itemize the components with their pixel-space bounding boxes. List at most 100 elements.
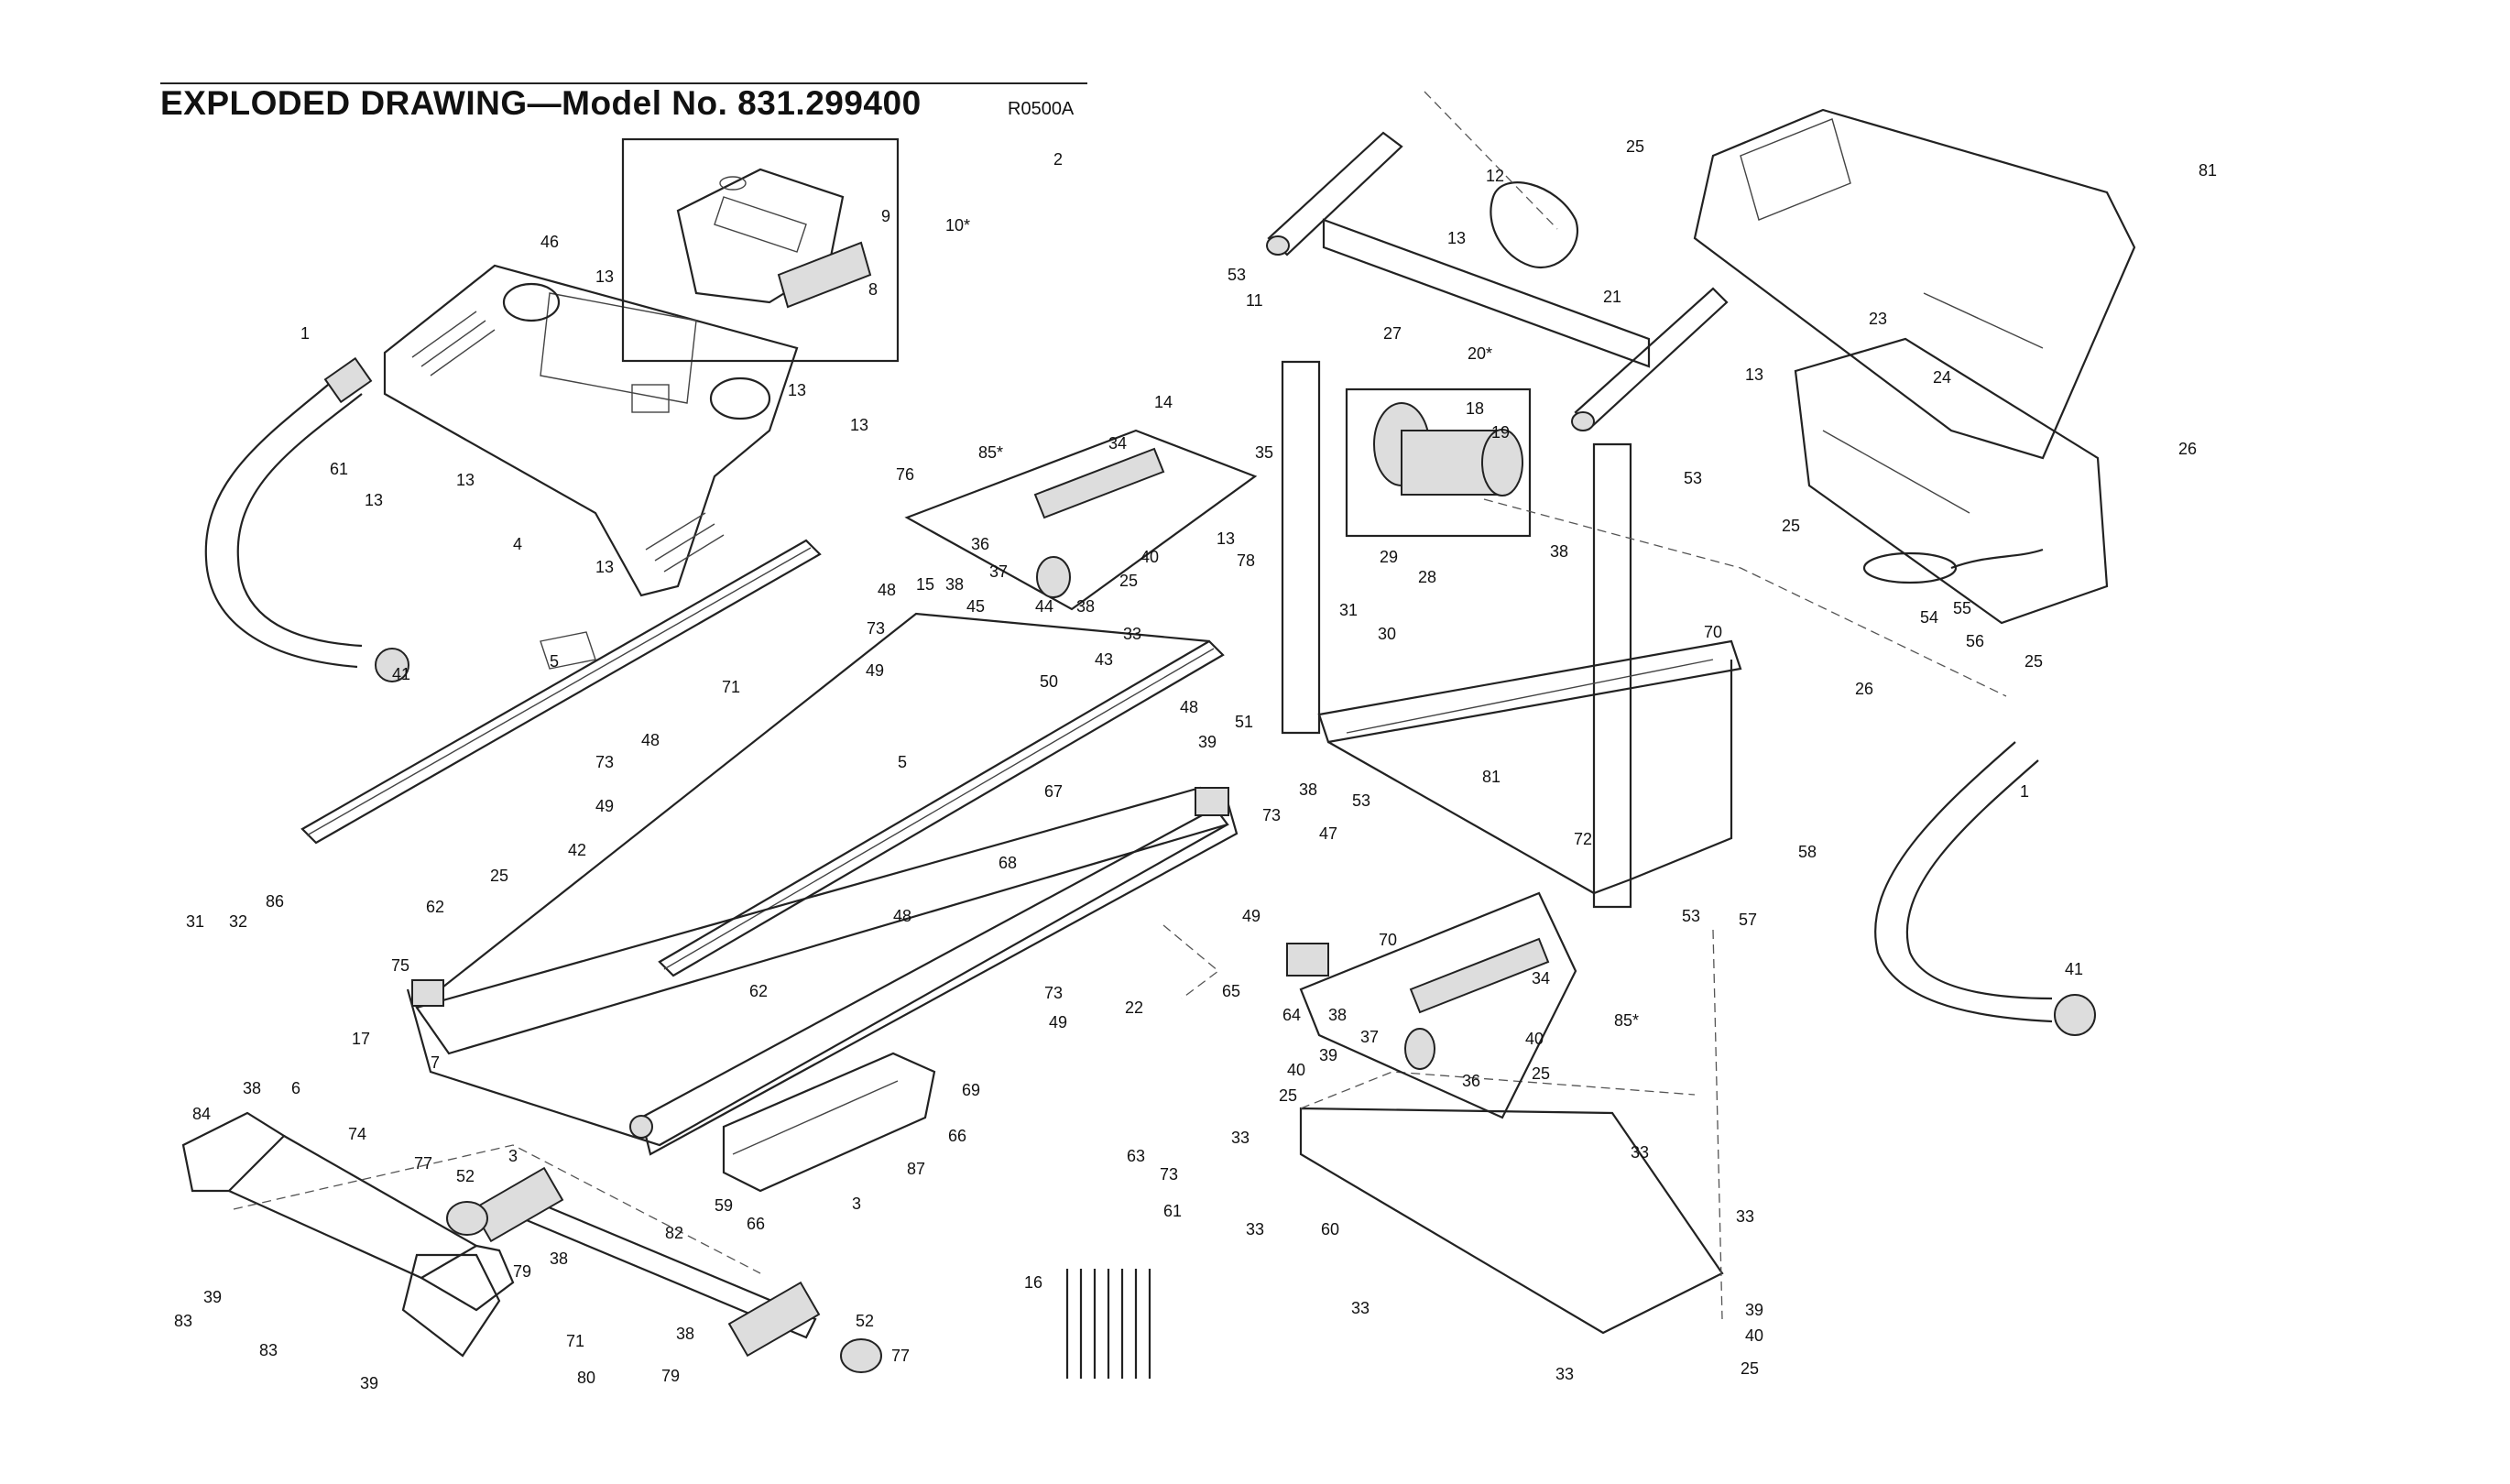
label-48b: 48	[641, 731, 660, 749]
label-25g: 25	[1279, 1086, 1297, 1105]
label-33a: 33	[1123, 625, 1141, 643]
label-70b: 70	[1379, 931, 1397, 949]
label-61: 61	[330, 460, 348, 478]
motor-box-20	[1345, 387, 1532, 538]
label-13e: 13	[365, 491, 383, 509]
label-62b: 62	[749, 982, 768, 1000]
label-85b: 85*	[1614, 1011, 1639, 1030]
label-32: 32	[229, 912, 247, 931]
label-83b: 83	[259, 1341, 278, 1359]
label-33b: 33	[1231, 1129, 1250, 1147]
label-26: 26	[1855, 680, 1873, 698]
label-16: 16	[1024, 1273, 1042, 1292]
label-8: 8	[868, 280, 878, 299]
label-43: 43	[1095, 650, 1113, 669]
label-25f: 25	[1532, 1064, 1550, 1083]
label-25e: 25	[1119, 572, 1138, 590]
label-38d: 38	[1299, 780, 1317, 799]
label-85a: 85*	[978, 443, 1003, 462]
label-77b: 77	[891, 1347, 910, 1365]
upright-frame	[1281, 218, 1742, 909]
label-33c: 33	[1631, 1143, 1649, 1162]
drive-belt	[1490, 181, 1578, 268]
bolt-set	[1065, 1269, 1151, 1379]
label-49d: 49	[1049, 1013, 1067, 1031]
label-77: 77	[414, 1154, 432, 1173]
label-30: 30	[1378, 625, 1396, 643]
handrail-left	[204, 356, 409, 682]
label-66: 66	[948, 1127, 966, 1145]
label-53a: 53	[1228, 266, 1246, 284]
label-14: 14	[1154, 393, 1173, 411]
label-46: 46	[540, 233, 559, 251]
label-24: 24	[1933, 368, 1951, 387]
label-26b: 26	[2178, 440, 2197, 458]
handrail-right	[1874, 741, 2096, 1036]
label-73d: 73	[1044, 984, 1063, 1002]
label-25d: 25	[490, 867, 508, 885]
label-38f: 38	[243, 1079, 261, 1097]
label-13h: 13	[1447, 229, 1466, 247]
label-65: 65	[1222, 982, 1240, 1000]
label-80: 80	[577, 1369, 595, 1387]
label-62: 62	[426, 898, 444, 916]
inset-box-85-right	[1286, 891, 1577, 1119]
label-10: 10*	[945, 216, 970, 235]
label-25a: 25	[1626, 137, 1644, 156]
label-25c: 25	[2024, 652, 2043, 671]
label-11: 11	[1246, 291, 1263, 310]
label-38b: 38	[945, 575, 964, 594]
label-36: 36	[971, 535, 989, 553]
label-29: 29	[1380, 548, 1398, 566]
label-44: 44	[1035, 597, 1053, 616]
label-3b: 3	[852, 1195, 861, 1213]
label-84: 84	[192, 1105, 211, 1123]
label-33d: 33	[1736, 1207, 1754, 1226]
label-34: 34	[1108, 434, 1127, 453]
label-49a: 49	[866, 661, 884, 680]
label-18: 18	[1466, 399, 1484, 418]
label-48d: 48	[893, 907, 911, 925]
label-64: 64	[1282, 1006, 1301, 1024]
power-cord	[1862, 548, 2044, 584]
label-59: 59	[715, 1196, 733, 1215]
label-37b: 37	[1360, 1028, 1379, 1046]
document-code: R0500A	[1008, 99, 1075, 119]
label-55: 55	[1953, 599, 1971, 617]
label-38a: 38	[1076, 597, 1095, 616]
label-50: 50	[1040, 672, 1058, 691]
label-13f: 13	[595, 558, 614, 576]
label-45: 45	[966, 597, 985, 616]
label-13i: 13	[1745, 366, 1763, 384]
label-39c: 39	[203, 1288, 222, 1306]
label-23: 23	[1869, 310, 1887, 328]
label-66b: 66	[747, 1215, 765, 1233]
label-39b: 39	[1319, 1046, 1337, 1064]
label-5b: 5	[898, 753, 907, 771]
label-5: 5	[550, 652, 559, 671]
label-57: 57	[1739, 911, 1757, 929]
label-40a: 40	[1140, 548, 1159, 566]
label-79b: 79	[661, 1367, 680, 1385]
label-52b: 52	[856, 1312, 874, 1330]
label-78: 78	[1237, 551, 1255, 570]
label-73c: 73	[1262, 806, 1281, 824]
label-47: 47	[1319, 824, 1337, 843]
inset-box-10	[621, 137, 900, 363]
label-72: 72	[1574, 830, 1592, 848]
label-13d: 13	[456, 471, 475, 489]
side-rails	[300, 539, 1225, 977]
label-39d: 39	[360, 1374, 378, 1392]
label-39a: 39	[1198, 733, 1217, 751]
label-17: 17	[352, 1030, 370, 1048]
label-3: 3	[508, 1147, 518, 1165]
label-87: 87	[907, 1160, 925, 1178]
label-36b: 36	[1462, 1072, 1480, 1090]
label-75: 75	[391, 956, 409, 975]
label-49b: 49	[595, 797, 614, 815]
motor-tray	[722, 1052, 936, 1193]
label-61b: 61	[1163, 1202, 1182, 1220]
label-38e: 38	[1328, 1006, 1347, 1024]
label-15: 15	[916, 575, 934, 594]
